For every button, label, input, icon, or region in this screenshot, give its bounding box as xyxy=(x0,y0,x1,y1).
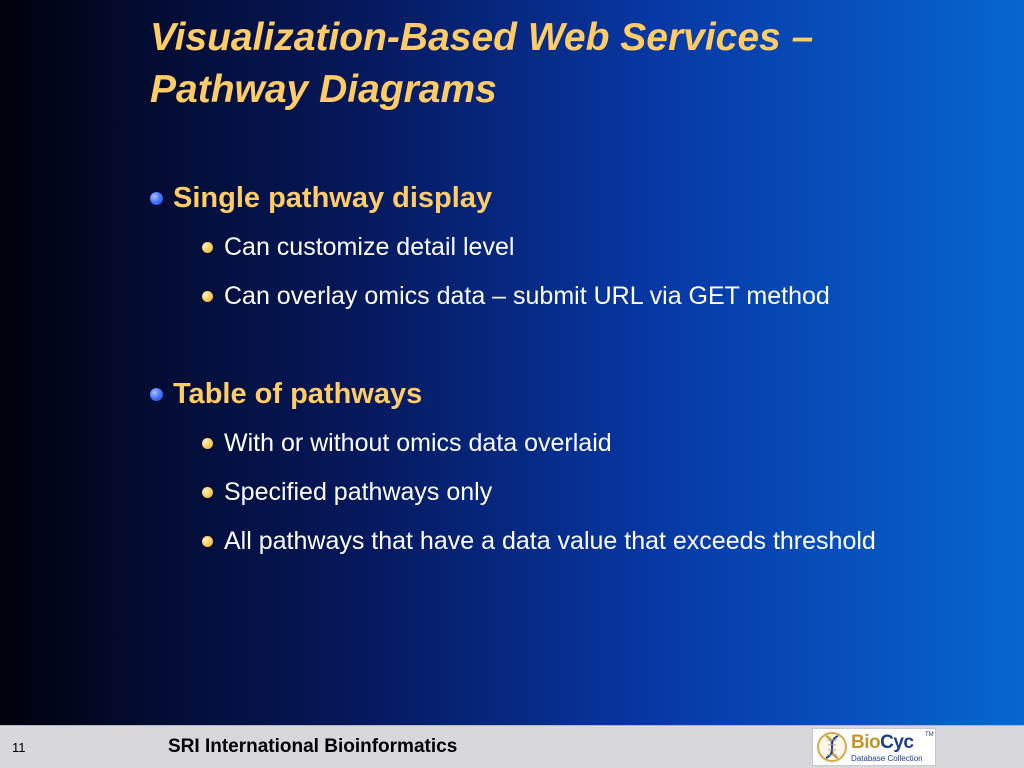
bullet-item-text: With or without omics data overlaid xyxy=(224,428,612,457)
logo-wordmark: BioCyc xyxy=(851,732,914,753)
bullet-item-text: Can overlay omics data – submit URL via … xyxy=(224,281,830,310)
slide-title-line-2: Pathway Diagrams xyxy=(150,68,497,111)
bullet-item: With or without omics data overlaid xyxy=(202,425,612,461)
footer-organization: SRI International Bioinformatics xyxy=(168,736,458,757)
slide-title-line-1: Visualization-Based Web Services – xyxy=(150,16,814,59)
bullet-icon xyxy=(150,387,163,401)
section-heading-single-pathway: Single pathway display xyxy=(150,178,492,218)
bullet-icon xyxy=(202,486,213,498)
slide-footer: 11 SRI International Bioinformatics BioC… xyxy=(0,725,1024,768)
bullet-icon xyxy=(202,241,213,253)
bullet-icon xyxy=(202,535,213,547)
bullet-item-text: Can customize detail level xyxy=(224,232,515,261)
bullet-item: Specified pathways only xyxy=(202,474,492,510)
section-heading-text: Single pathway display xyxy=(173,181,493,214)
bullet-icon xyxy=(150,191,163,205)
dna-helix-icon xyxy=(817,732,847,762)
section-heading-text: Table of pathways xyxy=(173,377,423,410)
bullet-item: Can overlay omics data – submit URL via … xyxy=(202,278,830,314)
slide-title: Visualization-Based Web Services – Pathw… xyxy=(150,12,1010,116)
logo-trademark: TM xyxy=(925,732,934,738)
bullet-item: Can customize detail level xyxy=(202,229,514,265)
bullet-icon xyxy=(202,437,213,449)
slide-canvas: Visualization-Based Web Services – Pathw… xyxy=(0,0,1024,725)
biocyc-logo: BioCyc TM Database Collection xyxy=(812,728,936,766)
bullet-item-text: Specified pathways only xyxy=(224,477,493,506)
slide-number: 11 xyxy=(12,740,26,755)
bullet-item: All pathways that have a data value that… xyxy=(202,523,876,559)
bullet-item-text: All pathways that have a data value that… xyxy=(224,526,876,555)
bullet-icon xyxy=(202,290,213,302)
logo-subtitle: Database Collection xyxy=(851,754,923,763)
section-heading-table-of-pathways: Table of pathways xyxy=(150,374,422,414)
